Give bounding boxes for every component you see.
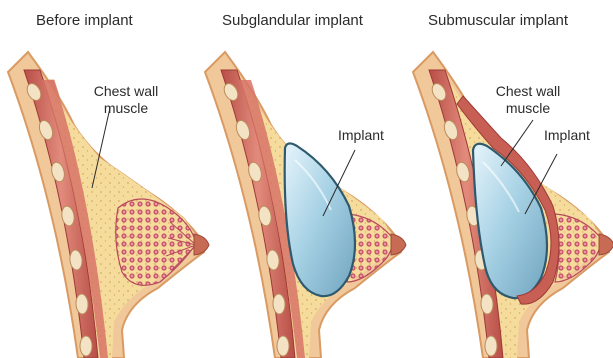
- panel-title-submuscular-implant: Submuscular implant: [428, 13, 568, 28]
- callout-chest-wall-muscle-submuscular: Chest wall muscle: [484, 83, 572, 117]
- panel-title-subglandular-implant: Subglandular implant: [222, 13, 363, 28]
- callout-implant-submuscular: Implant: [544, 128, 590, 142]
- callout-implant-subglandular: Implant: [338, 128, 384, 142]
- callout-chest-wall-muscle-before: Chest wall muscle: [82, 83, 170, 117]
- panel-title-before-implant: Before implant: [36, 13, 133, 28]
- panel-subglandular-implant: [205, 52, 406, 358]
